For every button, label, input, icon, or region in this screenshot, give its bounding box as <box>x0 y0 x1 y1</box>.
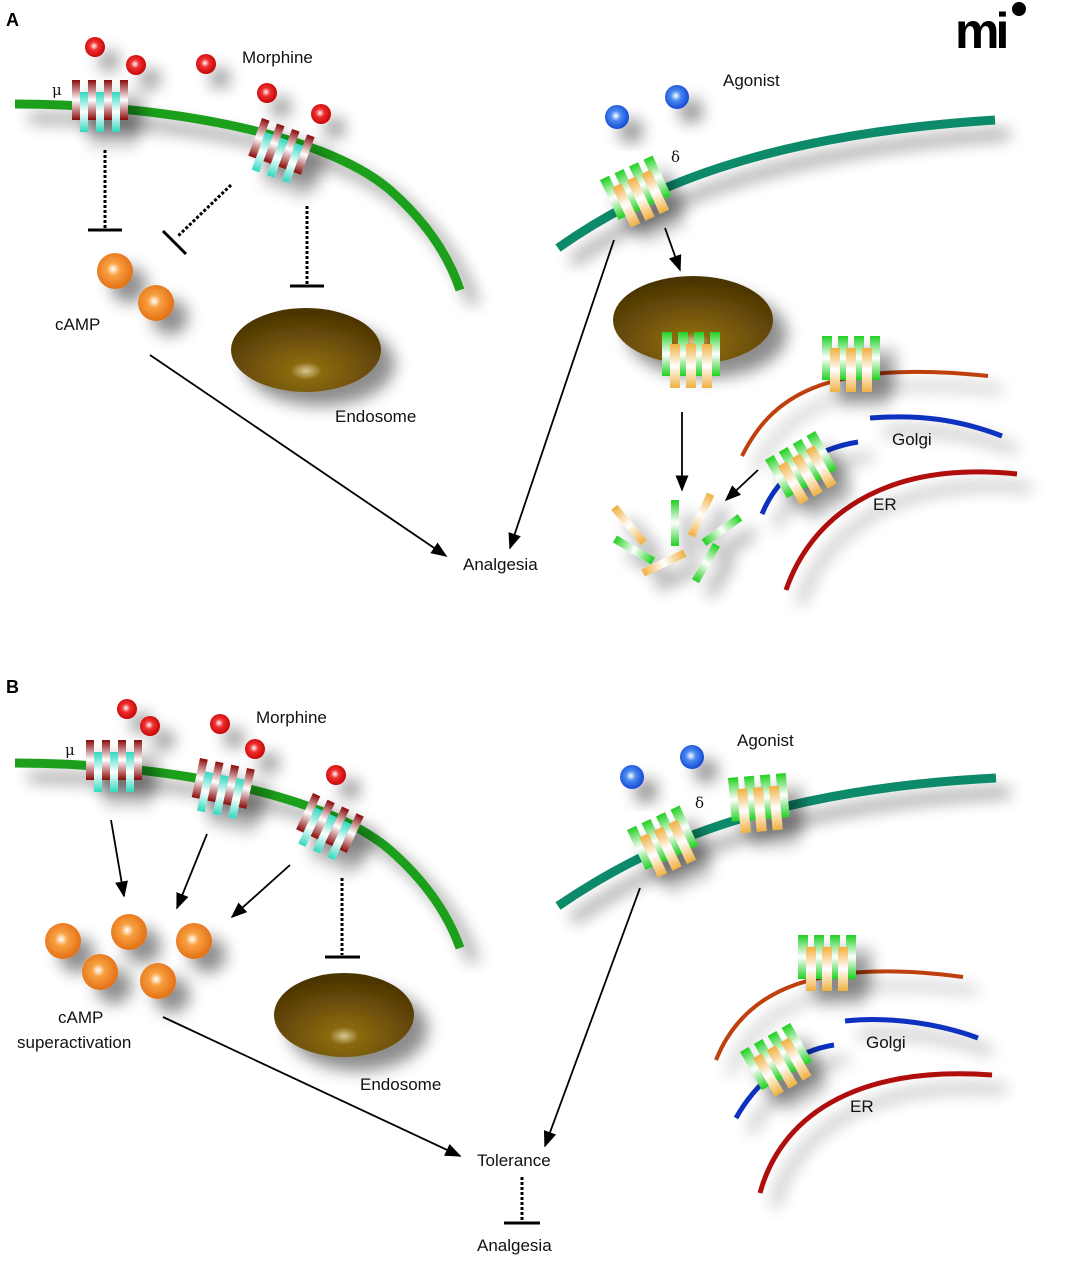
delta-receptors-golgi-b <box>740 935 856 1101</box>
morphine-label-a: Morphine <box>242 48 313 67</box>
delta-label-b: δ <box>695 794 704 812</box>
arrow-camp-to-analgesia <box>149 354 448 557</box>
endosome-label-a: Endosome <box>335 407 416 426</box>
camp-label-b-line1: cAMP <box>58 1008 103 1027</box>
golgi-label-b: Golgi <box>866 1033 906 1052</box>
tolerance-label: Tolerance <box>477 1151 551 1170</box>
camp-label-a: cAMP <box>55 315 100 334</box>
organelles-b <box>714 969 993 1194</box>
inhibition-lines-a <box>88 150 324 288</box>
er-membrane-b <box>757 1071 993 1194</box>
er-membrane-a <box>783 469 1018 591</box>
arrow-golgi-to-degradation <box>724 469 759 502</box>
svg-text:mi: mi <box>955 3 1006 59</box>
plasma-membrane-right-a <box>555 115 996 252</box>
activation-arrows-b <box>110 819 291 919</box>
agonist-molecules-b <box>620 745 704 789</box>
morphine-label-b: Morphine <box>256 708 327 727</box>
delta-label-a: δ <box>671 148 680 166</box>
analgesia-label-b: Analgesia <box>477 1236 552 1255</box>
agonist-molecules-a <box>605 85 689 129</box>
panel-a-label: A <box>6 10 19 30</box>
mu-receptor <box>72 80 315 187</box>
delta-receptors-golgi-a <box>765 336 880 509</box>
inhibition-tolerance-analgesia <box>504 1177 540 1225</box>
degraded-receptor-fragments <box>611 492 743 584</box>
endosome-a <box>231 308 381 392</box>
endosome-label-b: Endosome <box>360 1075 441 1094</box>
golgi-outer-membrane-a <box>740 369 989 457</box>
mu-label-b: μ <box>65 741 75 759</box>
inhibition-line-endosome-b <box>325 878 360 959</box>
arrow-delta-to-analgesia <box>508 239 615 550</box>
camp-label-b-line2: superactivation <box>17 1033 131 1052</box>
morphine-molecules-b <box>117 699 346 785</box>
journal-logo: mi <box>955 2 1026 59</box>
camp-molecules-b <box>45 914 212 999</box>
plasma-membrane-right-b <box>555 773 997 910</box>
endosome-b <box>274 973 414 1057</box>
endosome-delta-a <box>613 276 773 364</box>
agonist-label-a: Agonist <box>723 71 780 90</box>
golgi-label-a: Golgi <box>892 430 932 449</box>
arrow-camp-to-tolerance <box>162 1016 462 1157</box>
er-label-b: ER <box>850 1097 874 1116</box>
golgi-outer-membrane-b <box>714 969 964 1061</box>
arrow-delta-to-endosome <box>664 227 682 272</box>
arrow-delta-to-tolerance <box>543 887 641 1148</box>
analgesia-label-a: Analgesia <box>463 555 538 574</box>
mu-label-a: μ <box>52 81 62 99</box>
agonist-label-b: Agonist <box>737 731 794 750</box>
er-label-a: ER <box>873 495 897 514</box>
camp-molecules-a <box>97 253 174 321</box>
morphine-molecules-a <box>85 37 331 124</box>
panel-b: B Morphine μ <box>6 677 997 1255</box>
panel-a: A Morphine μ cAMP <box>6 10 1018 591</box>
panel-b-label: B <box>6 677 19 697</box>
mu-receptors-b <box>86 740 364 864</box>
